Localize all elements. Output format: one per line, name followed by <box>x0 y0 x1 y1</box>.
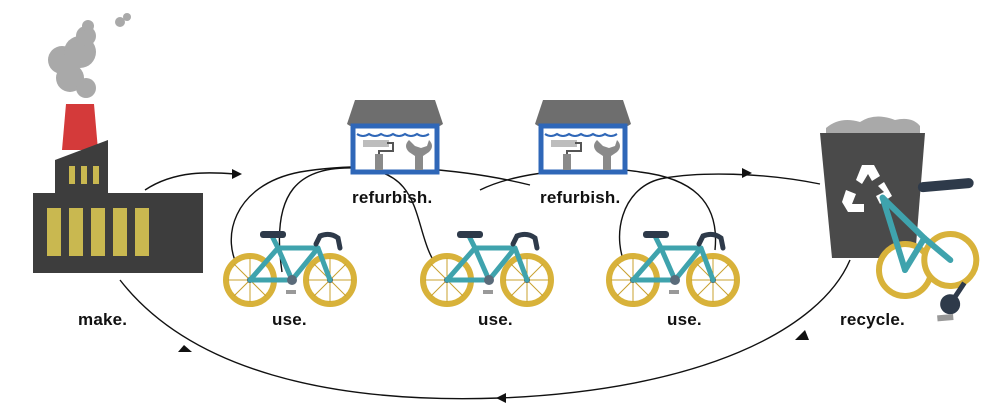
make-to-use-arrow <box>144 172 236 191</box>
factory-icon <box>33 13 203 273</box>
bicycle-icon <box>609 231 737 304</box>
shop-icon <box>535 100 631 172</box>
arrowhead-left-return <box>178 345 192 352</box>
make-label: make. <box>78 310 128 329</box>
recycle-bin-icon <box>820 116 980 322</box>
use-label-2: use. <box>478 310 513 329</box>
use-to-refurbish-loop-1 <box>230 165 531 271</box>
use-label-3: use. <box>667 310 702 329</box>
refurbish-loop-2 <box>479 168 717 251</box>
arrowhead-make-use <box>232 169 242 179</box>
use-label-1: use. <box>272 310 307 329</box>
arrowhead-recycle-bottom <box>795 330 809 340</box>
shop-icon <box>347 100 443 172</box>
recycle-label: recycle. <box>840 310 905 329</box>
bicycle-icon <box>226 231 354 304</box>
refurbish-label-1: refurbish. <box>352 188 433 207</box>
use-to-recycle-arrow <box>664 173 821 185</box>
refurbish-loop-1 <box>278 167 441 273</box>
arrowheads <box>178 168 809 403</box>
refurbish-label-2: refurbish. <box>540 188 621 207</box>
recycle-icon <box>842 165 892 212</box>
bicycle-icon <box>423 231 551 304</box>
arrowhead-use-recycle <box>742 168 752 178</box>
arrowhead-bottom-middle <box>496 393 506 403</box>
